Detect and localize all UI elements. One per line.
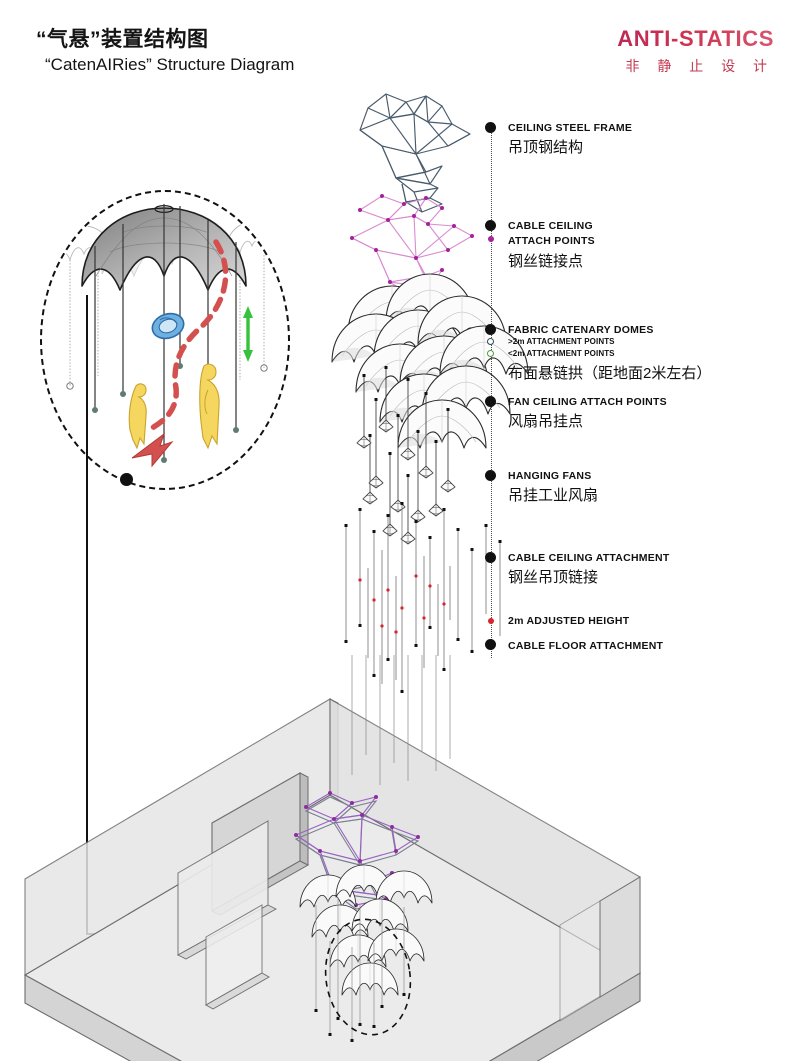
legend-label-cn: 钢丝吊顶链接 <box>508 569 599 586</box>
page-header: “气悬”装置结构图 “CatenAIRies” Structure Diagra… <box>0 0 800 92</box>
layer-hanging-fans <box>356 366 456 545</box>
page-title-en: “CatenAIRies” Structure Diagram <box>45 55 295 74</box>
legend-label-en: CABLE CEILING ATTACHMENT <box>508 552 670 564</box>
exploded-layer-stack <box>331 93 529 693</box>
human-figure-right <box>199 363 220 450</box>
legend-marker-dot <box>485 470 496 481</box>
isometric-room-view <box>23 655 642 1061</box>
legend-marker-dot <box>485 324 496 335</box>
legend-label-en: FAN CEILING ATTACH POINTS <box>508 396 667 408</box>
page-title-cn: “气悬”装置结构图 <box>36 28 209 51</box>
legend-marker-dot <box>485 639 496 650</box>
room-floor-anchor-cables <box>315 897 405 1041</box>
room-installation-cables <box>351 655 451 785</box>
legend-marker-over-2m <box>487 338 494 345</box>
height-adjust-arrow <box>243 306 253 362</box>
legend-marker-dot <box>485 122 496 133</box>
room-partition-3 <box>205 904 270 1010</box>
legend-label-en2: ATTACH POINTS <box>508 235 595 247</box>
legend-label-en: CABLE FLOOR ATTACHMENT <box>508 640 664 652</box>
legend-panel: CEILING STEEL FRAME 吊顶钢结构 CABLE CEILING … <box>470 100 800 660</box>
room-floor-anchor-points <box>314 993 406 1042</box>
legend-spine <box>490 124 492 658</box>
detail-callout-anchor-dot <box>120 473 133 486</box>
room-wall-right-return <box>559 876 641 1022</box>
legend-label-under-2m: <2m ATTACHMENT POINTS <box>508 349 615 358</box>
detail-callout-content <box>53 204 279 468</box>
layer-cables <box>344 502 502 693</box>
brand-logo-subtext: 非 静 止 设 计 <box>625 58 774 74</box>
legend-label-en: FABRIC CATENARY DOMES <box>508 324 654 336</box>
layer-ceiling-steel-frame <box>359 93 471 213</box>
legend-marker-magenta-dot <box>487 236 494 242</box>
brand-logo-text: ANTI-STATICS <box>617 26 774 51</box>
brand-logo: ANTI-STATICS 非 静 止 设 计 <box>617 28 774 76</box>
legend-label-en: 2m ADJUSTED HEIGHT <box>508 615 630 627</box>
legend-label-cn: 吊挂工业风扇 <box>508 487 599 504</box>
legend-marker-red-dot <box>487 618 494 624</box>
legend-label-over-2m: >2m ATTACHMENT POINTS <box>508 337 615 346</box>
legend-label-cn: 吊顶钢结构 <box>508 139 584 156</box>
legend-marker-dot <box>485 552 496 563</box>
legend-marker-dot <box>485 396 496 407</box>
legend-label-en: CEILING STEEL FRAME <box>508 122 633 134</box>
legend-marker-dot <box>485 220 496 231</box>
legend-label-cn: 钢丝链接点 <box>508 253 584 270</box>
legend-label-en: HANGING FANS <box>508 470 592 482</box>
detail-callout-circle <box>40 190 290 510</box>
legend-label-cn: 布面悬链拱（距地面2米左右） <box>508 365 712 382</box>
airflow-path <box>149 239 229 431</box>
legend-marker-under-2m <box>487 350 494 357</box>
fan-glyph <box>151 312 185 340</box>
legend-label-en: CABLE CEILING <box>508 220 593 232</box>
detail-callout-ring <box>40 190 290 490</box>
callout-leader-line-vertical <box>85 295 88 935</box>
legend-label-cn: 风扇吊挂点 <box>508 413 584 430</box>
human-figure-left <box>128 383 147 450</box>
room-detail-callout-ellipse <box>324 918 412 1036</box>
airflow-arrow <box>131 432 174 468</box>
